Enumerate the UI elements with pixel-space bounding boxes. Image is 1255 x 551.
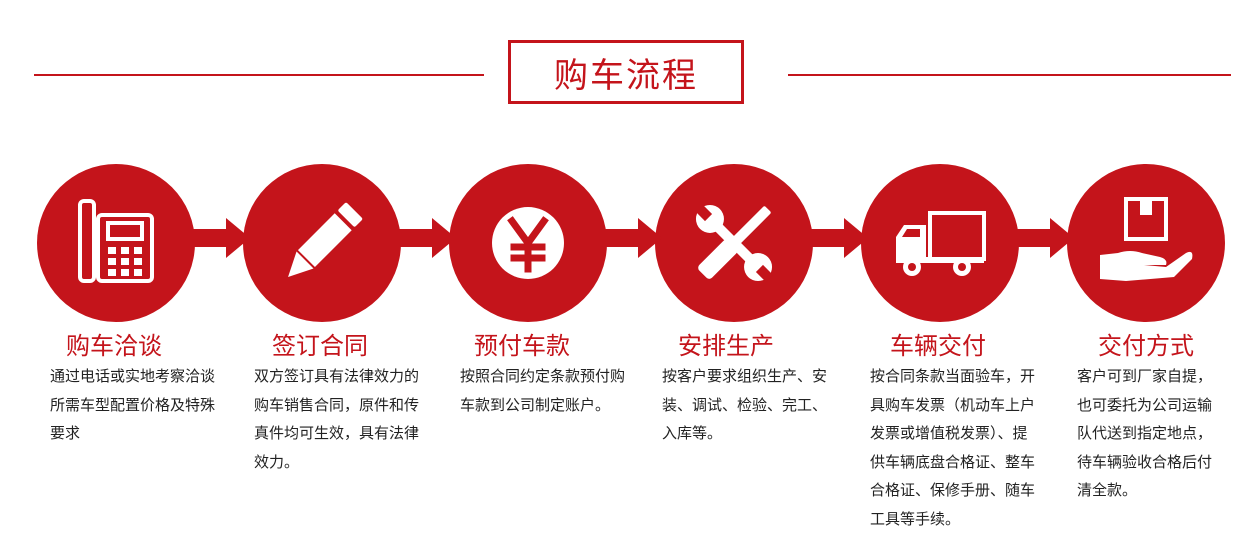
step-2-circle [243,164,401,322]
step-1-circle [37,164,195,322]
step-5-circle [861,164,1019,322]
hand-box-icon [1100,197,1193,281]
step-5-desc: 按合同条款当面验车，开具购车发票（机动车上户发票或增值税发票）、提供车辆底盘合格… [870,367,1036,528]
arrow-right-icon [604,218,662,258]
step-1-desc: 通过电话或实地考察洽谈所需车型配置价格及特殊要求 [50,367,216,442]
arrow-right-icon [398,218,456,258]
step-5-title: 车辆交付 [890,332,986,360]
step-3-desc: 按照合同约定条款预付购车款到公司制定账户。 [460,367,626,414]
arrow-right-icon [810,218,868,258]
step-4-circle [655,164,813,322]
page-title: 购车流程 [554,55,698,96]
step-2-title: 签订合同 [272,332,368,360]
step-4-desc: 按客户要求组织生产、安装、调试、检验、完工、入库等。 [662,367,828,442]
header-rule-right [788,74,1231,76]
yen-coin-icon [492,207,564,279]
truck-icon [896,211,986,276]
telephone-icon [78,199,154,283]
step-3-circle [449,164,607,322]
header-rule-left [34,74,484,76]
step-6-circle [1067,164,1225,322]
step-6-desc: 客户可到厂家自提，也可委托为公司运输队代送到指定地点，待车辆验收合格后付清全款。 [1077,367,1213,499]
step-1-title: 购车洽谈 [66,332,162,360]
arrow-right-icon [192,218,250,258]
step-2-desc: 双方签订具有法律效力的购车销售合同，原件和传真件均可生效，具有法律效力。 [254,367,420,471]
tools-icon [695,204,773,282]
pencil-icon [288,202,363,277]
step-3-title: 预付车款 [474,332,570,360]
arrow-right-icon [1016,218,1074,258]
step-4-title: 安排生产 [678,332,774,360]
page-title-box: 购车流程 [508,40,744,104]
step-6-title: 交付方式 [1098,332,1194,360]
